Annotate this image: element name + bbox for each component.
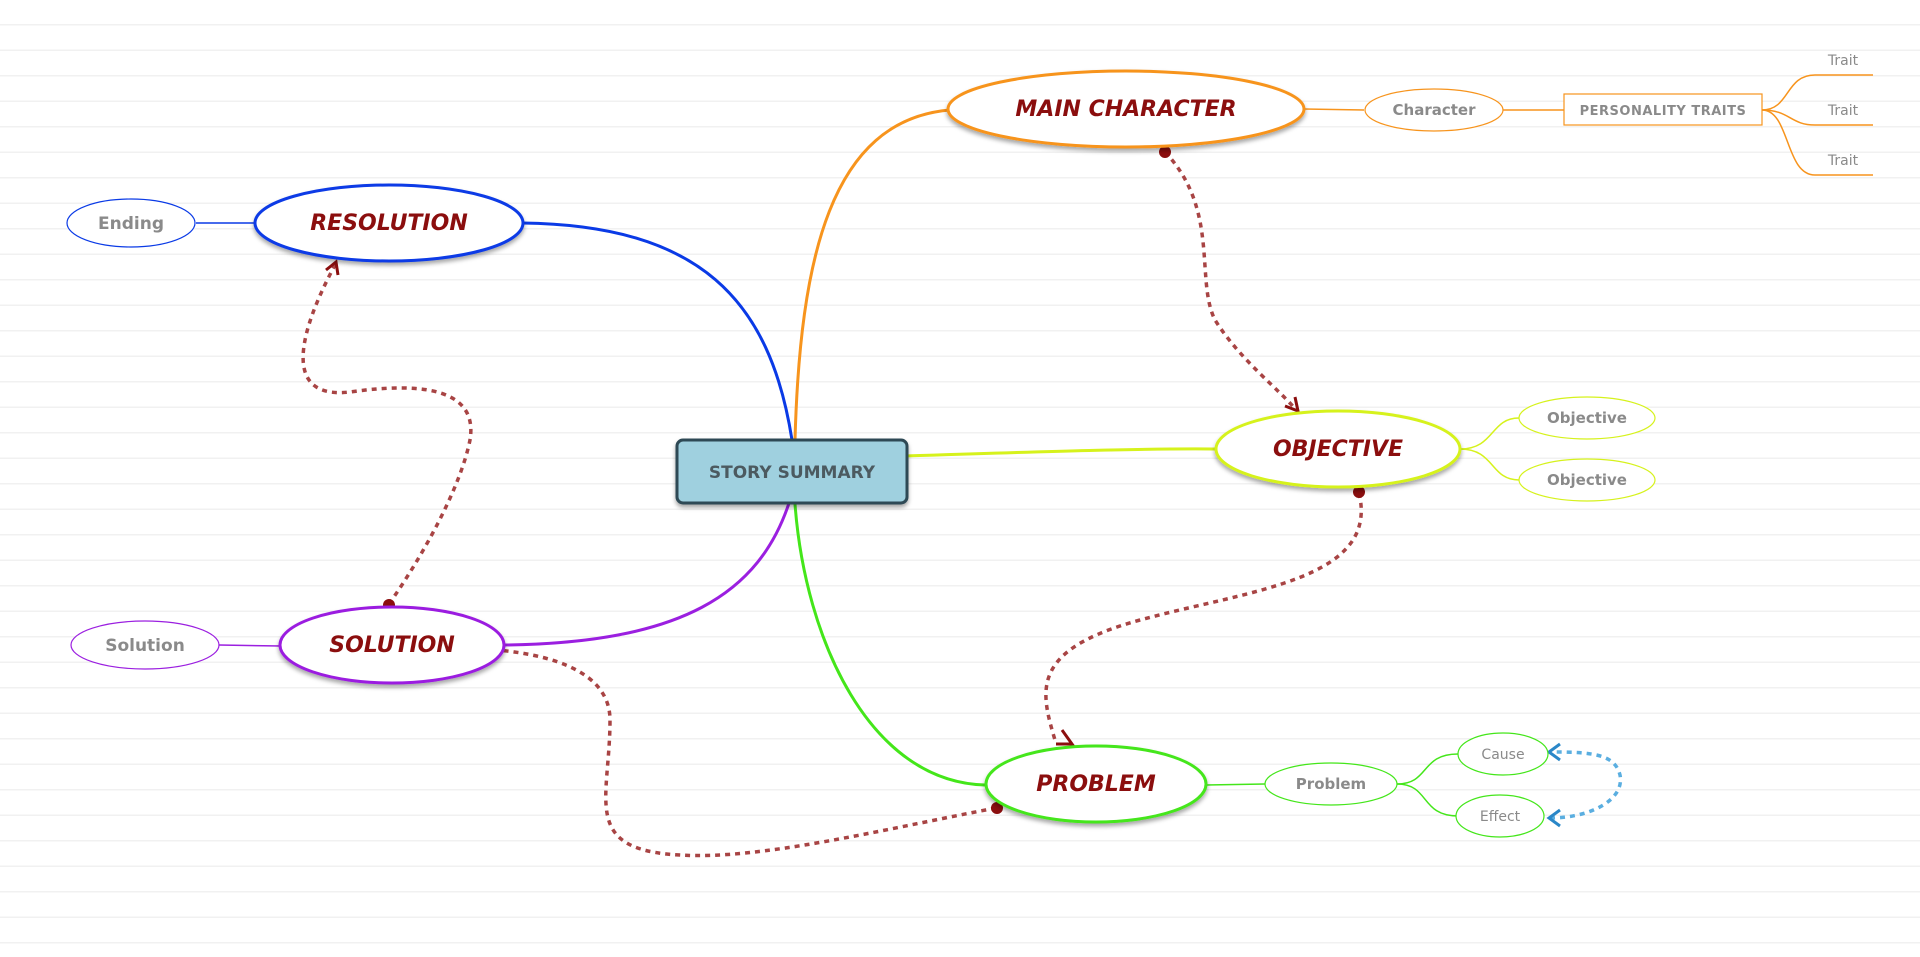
connector-problem-effect	[1396, 783, 1459, 817]
connector-problem-problem	[1205, 783, 1266, 786]
branch-resolution	[521, 221, 794, 441]
relationship-arrowhead-cause	[1546, 742, 1561, 762]
relationship-effect-to-cause[interactable]	[1549, 750, 1623, 820]
topic-problem-label: PROBLEM	[1036, 772, 1156, 797]
subtopic-character[interactable]: Character	[1364, 88, 1504, 132]
trait-label[interactable]: Trait	[1827, 103, 1859, 119]
branch-problem	[793, 503, 986, 787]
relationship-objective-to-problem[interactable]	[1044, 492, 1363, 741]
subtopic-personality-traits[interactable]: PERSONALITY TRAITS	[1563, 93, 1763, 126]
connector-objective-2	[1459, 448, 1520, 481]
subtopic-ending[interactable]: Ending	[66, 198, 196, 248]
connector-objective-1	[1459, 417, 1520, 450]
relationship-start-dot	[1159, 146, 1171, 158]
connector-trait-2	[1761, 109, 1873, 126]
relationship-arrowhead	[325, 259, 340, 276]
branch-main-character	[793, 108, 951, 441]
relationship-arrowhead-effect	[1546, 808, 1561, 828]
subtopic-personality-traits-label: PERSONALITY TRAITS	[1580, 104, 1747, 119]
branch-objective	[905, 447, 1219, 458]
topic-resolution-label: RESOLUTION	[310, 211, 468, 236]
subtopic-solution-label: Solution	[105, 636, 185, 656]
trait-label[interactable]: Trait	[1827, 53, 1859, 69]
subtopic-objective-label: Objective	[1547, 409, 1627, 427]
relationship-main-character-to-objective[interactable]	[1163, 150, 1298, 412]
subtopic-cause[interactable]: Cause	[1457, 732, 1549, 776]
subtopic-effect-label: Effect	[1480, 809, 1521, 825]
connector-solution-sub	[218, 644, 282, 647]
relationship-start-dot	[991, 802, 1003, 814]
connector-trait-1	[1761, 74, 1873, 111]
subtopic-solution[interactable]: Solution	[70, 620, 220, 670]
relationship-problem-to-solution[interactable]	[451, 646, 997, 858]
center-node[interactable]: STORY SUMMARY	[675, 438, 909, 505]
subtopic-effect[interactable]: Effect	[1455, 794, 1545, 838]
topic-solution-label: SOLUTION	[329, 633, 455, 658]
connector-problem-cause	[1396, 753, 1459, 785]
subtopic-problem-label: Problem	[1296, 775, 1366, 793]
topic-problem[interactable]: PROBLEM	[984, 744, 1208, 824]
topic-main-character-label: MAIN CHARACTER	[1015, 97, 1236, 122]
topic-solution[interactable]: SOLUTION	[278, 605, 506, 685]
topic-objective-label: OBJECTIVE	[1273, 437, 1403, 462]
subtopic-objective-label: Objective	[1547, 471, 1627, 489]
topic-main-character[interactable]: MAIN CHARACTER	[946, 69, 1306, 149]
branch-solution	[503, 499, 792, 647]
subtopic-ending-label: Ending	[98, 214, 164, 234]
connector-trait-3	[1761, 109, 1873, 176]
subtopic-objective-1[interactable]: Objective	[1518, 396, 1656, 440]
relationship-solution-to-resolution[interactable]	[301, 264, 473, 606]
subtopic-problem[interactable]: Problem	[1264, 762, 1398, 806]
relationship-arrowhead	[1056, 729, 1075, 746]
relationship-start-dot	[1353, 486, 1365, 498]
connector-main-character-character	[1303, 108, 1365, 111]
subtopic-character-label: Character	[1393, 101, 1477, 119]
relationship-arrowhead	[1284, 396, 1301, 414]
subtopic-cause-label: Cause	[1481, 747, 1524, 763]
center-node-label: STORY SUMMARY	[709, 463, 876, 483]
trait-label[interactable]: Trait	[1827, 153, 1859, 169]
topic-objective[interactable]: OBJECTIVE	[1214, 409, 1462, 489]
topic-resolution[interactable]: RESOLUTION	[253, 183, 525, 263]
subtopic-objective-2[interactable]: Objective	[1518, 458, 1656, 502]
